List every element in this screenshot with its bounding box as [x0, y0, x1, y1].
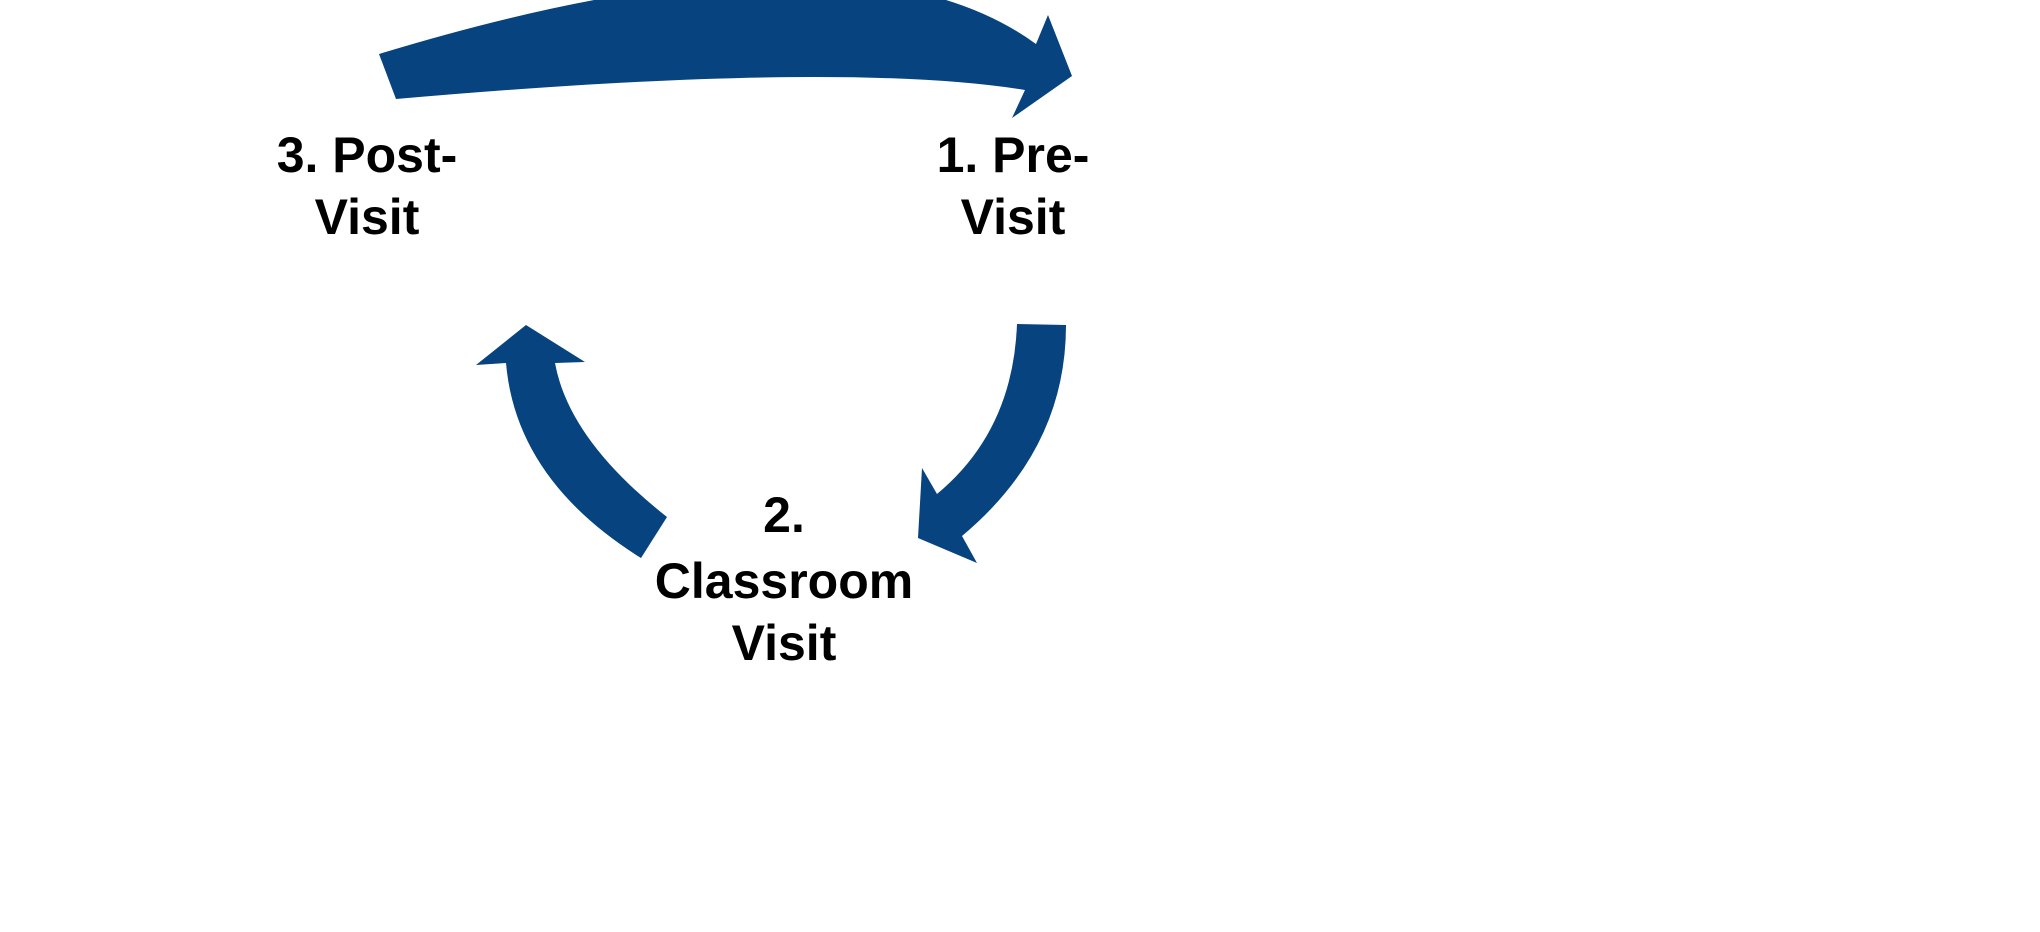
arrow-classroom-to-post	[476, 325, 667, 558]
step-post-visit-line2: Visit	[314, 189, 420, 245]
step-classroom-visit-line3: Visit	[731, 615, 837, 671]
arrow-post-to-pre	[379, 0, 1072, 118]
step-classroom-visit-line2: Classroom	[654, 553, 914, 609]
step-classroom-visit-line1: 2.	[763, 487, 805, 543]
step-post-visit: 3. Post- Visit	[167, 124, 567, 248]
step-pre-visit: 1. Pre- Visit	[813, 124, 1213, 248]
step-pre-visit-line2: Visit	[960, 189, 1066, 245]
arrow-pre-to-classroom	[918, 324, 1066, 563]
step-post-visit-line1: 3. Post-	[276, 127, 458, 183]
step-classroom-visit: 2. Classroom Visit	[584, 484, 984, 674]
step-pre-visit-line1: 1. Pre-	[936, 127, 1090, 183]
